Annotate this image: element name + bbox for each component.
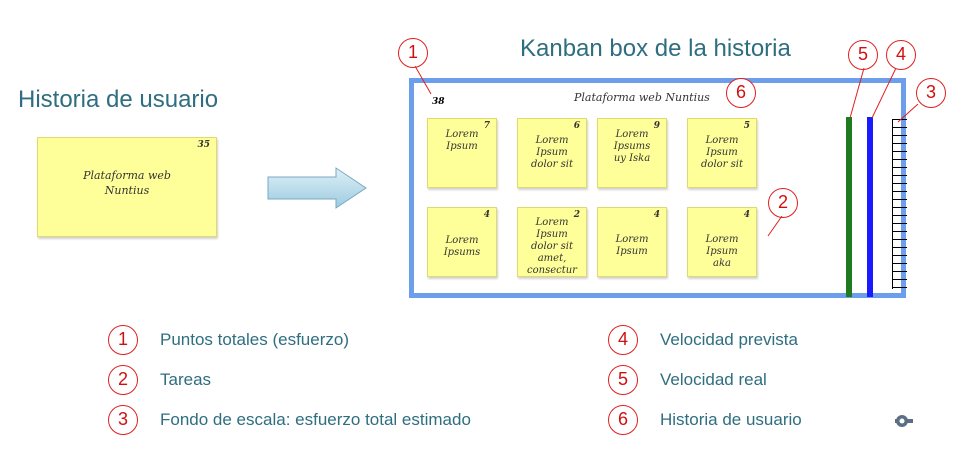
ruler-tick [893, 191, 907, 192]
task-points: 9 [653, 121, 660, 131]
user-story-card: 35 Plataforma web Nuntius [37, 137, 217, 237]
ruler-tick [893, 199, 907, 200]
ruler-tick [893, 271, 907, 272]
ruler-tick [893, 119, 907, 120]
task-points: 4 [743, 210, 750, 220]
callout-6: 6 [726, 78, 756, 108]
ruler-tick [893, 159, 907, 160]
kanban-box: 38 Plataforma web Nuntius 7 Lorem Ipsum … [409, 78, 907, 298]
ruler-tick [893, 215, 907, 216]
task-points: 4 [653, 210, 660, 220]
ruler-tick [893, 183, 907, 184]
ruler-tick [893, 231, 907, 232]
legend-num-1: 1 [108, 325, 138, 355]
right-arrow-icon [267, 167, 367, 209]
planned-velocity-bar [867, 117, 873, 297]
callout-5: 5 [848, 40, 878, 70]
task-text: Lorem Ipsum [445, 129, 479, 152]
story-title: Plataforma web Nuntius [83, 169, 171, 197]
ruler-tick [893, 143, 907, 144]
ruler-tick [893, 175, 907, 176]
task-points: 6 [573, 121, 580, 131]
task-note: 4 Lorem Ipsum aka [687, 207, 757, 277]
legend-label-1: Puntos totales (esfuerzo) [160, 330, 349, 349]
task-note: 6 Lorem Ipsum dolor sit [517, 118, 587, 188]
task-points: 2 [573, 210, 580, 220]
kanban-total-points: 38 [432, 97, 445, 107]
legend-label-3: Fondo de escala: esfuerzo total estimado [160, 410, 471, 429]
ruler-tick [893, 223, 907, 224]
task-note: 5 Lorem Ipsum dolor sit [687, 118, 757, 188]
legend-label-2: Tareas [160, 370, 212, 389]
legend-num-6: 6 [608, 405, 638, 435]
kanban-title: Plataforma web Nuntius [574, 91, 710, 104]
ruler-tick [893, 279, 907, 280]
task-text: Lorem Ipsum dolor sit amet, consectur [527, 217, 577, 276]
task-text: Lorem Ipsum aka [705, 234, 739, 269]
kanban-heading: Kanban box de la historia [520, 35, 791, 62]
legend-num-2: 2 [108, 365, 138, 395]
task-points: 5 [743, 121, 750, 131]
callout-3: 3 [916, 78, 946, 108]
callout-4: 4 [886, 40, 916, 70]
logo-icon [895, 415, 913, 427]
story-heading: Historia de usuario [18, 86, 219, 113]
task-note: 4 Lorem Ipsums [427, 207, 497, 277]
ruler-tick [893, 127, 907, 128]
legend-label-6: Historia de usuario [660, 410, 802, 429]
task-points: 4 [483, 210, 490, 220]
ruler-tick [893, 239, 907, 240]
task-text: Lorem Ipsums [443, 235, 481, 258]
task-text: Lorem Ipsum dolor sit [531, 135, 573, 170]
legend-num-4: 4 [608, 325, 638, 355]
ruler-tick [893, 167, 907, 168]
task-note: 7 Lorem Ipsum [427, 118, 497, 188]
callout-1: 1 [398, 38, 428, 68]
legend-label-5: Velocidad real [660, 370, 767, 389]
ruler-tick [893, 247, 907, 248]
callout-2: 2 [768, 188, 798, 218]
legend-label-4: Velocidad prevista [660, 330, 798, 349]
legend-num-3: 3 [108, 405, 138, 435]
ruler-tick [893, 207, 907, 208]
task-note: 9 Lorem Ipsums uy Iska [597, 118, 667, 188]
real-velocity-bar [846, 117, 852, 297]
task-note: 4 Lorem Ipsum [597, 207, 667, 277]
task-text: Lorem Ipsums uy Iska [613, 129, 651, 164]
ruler-tick [893, 151, 907, 152]
ruler-tick [893, 135, 907, 136]
ruler-tick [893, 263, 907, 264]
legend-num-5: 5 [608, 365, 638, 395]
story-points: 35 [197, 140, 210, 150]
task-note: 2 Lorem Ipsum dolor sit amet, consectur [517, 207, 587, 277]
ruler-tick [893, 255, 907, 256]
ruler-tick [893, 287, 907, 288]
scale-ruler [892, 119, 913, 289]
task-points: 7 [483, 121, 490, 131]
task-text: Lorem Ipsum dolor sit [701, 135, 743, 170]
task-text: Lorem Ipsum [615, 234, 649, 257]
